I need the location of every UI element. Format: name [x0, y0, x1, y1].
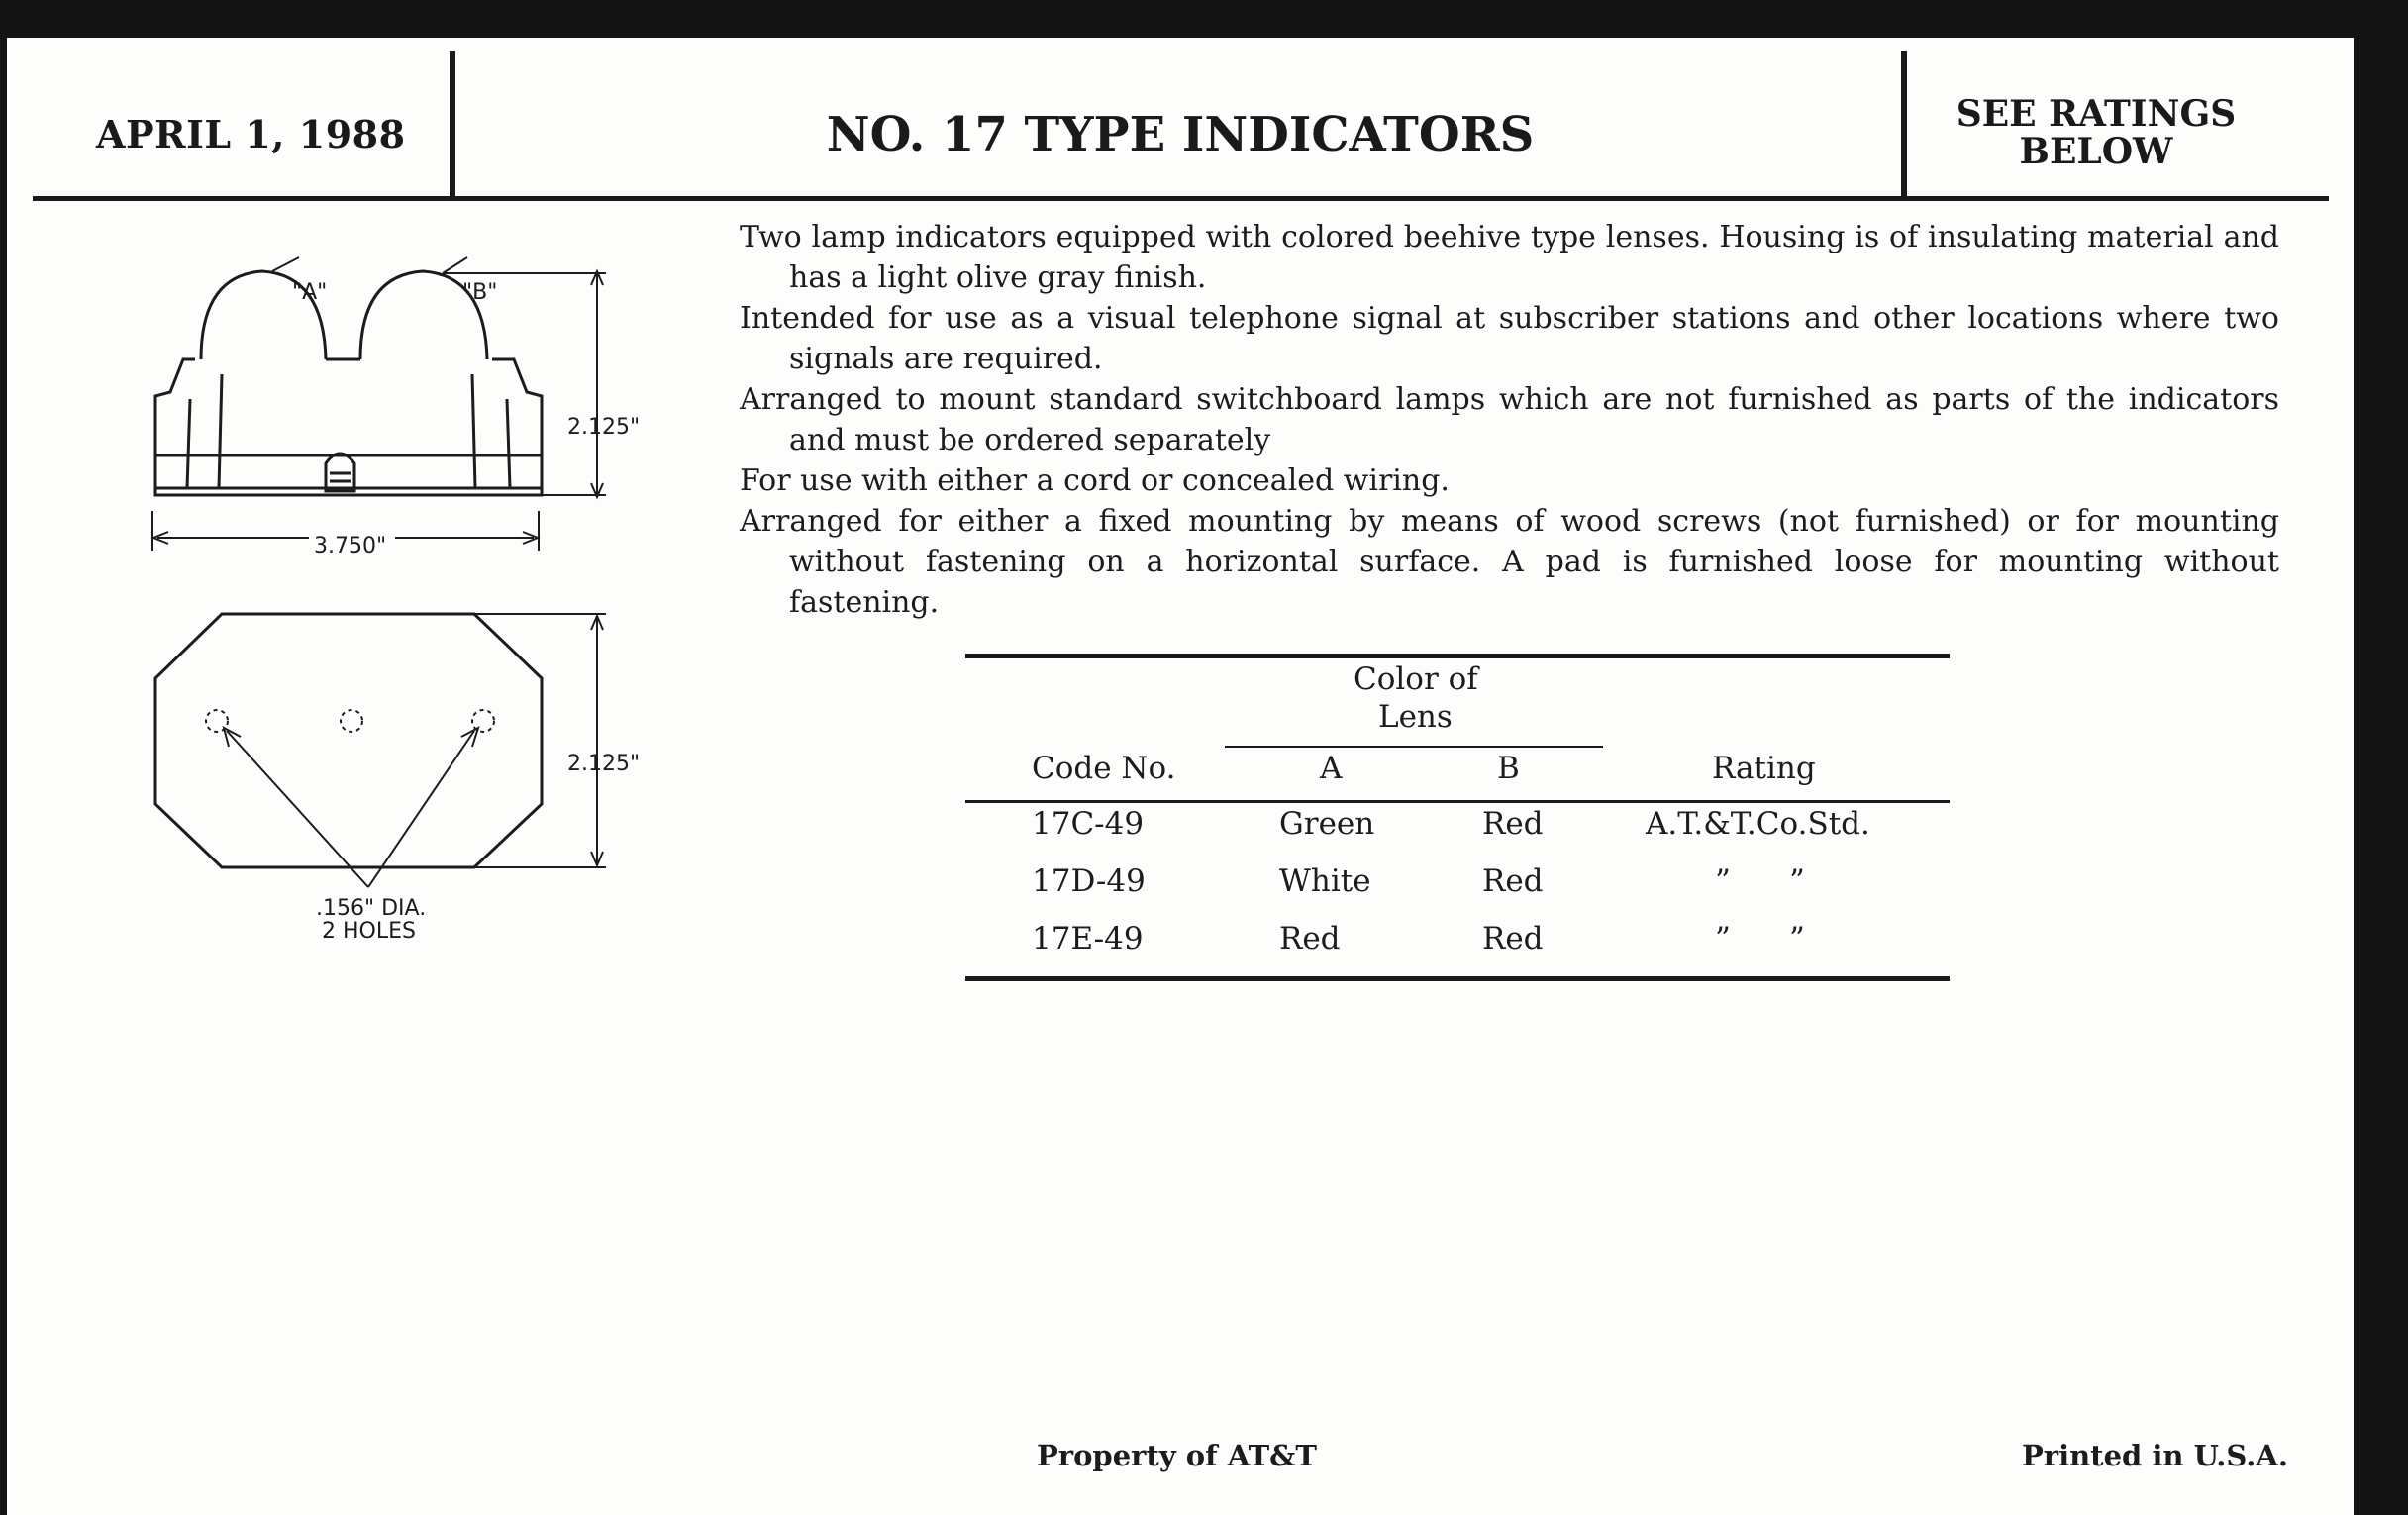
- description-paragraph: For use with either a cord or concealed …: [740, 463, 1450, 498]
- plan-view: [153, 612, 606, 888]
- page-title: NO. 17 TYPE INDICATORS: [826, 107, 1535, 162]
- cord-notch: [324, 452, 356, 493]
- header-rule: [33, 196, 2329, 201]
- col-header-code: Code No.: [1032, 751, 1176, 786]
- front-width-dim: 3.750": [314, 534, 386, 558]
- mount-hole-right: [471, 709, 495, 733]
- row-code: 17C-49: [1032, 806, 1145, 842]
- mount-hole-left: [205, 709, 229, 733]
- rating-note-line2: BELOW: [2019, 131, 2173, 172]
- row-rating: ” ”: [1715, 863, 1805, 899]
- table-header-rule: [965, 800, 1950, 803]
- row-lens-b: Red: [1482, 863, 1544, 899]
- table-bottom-rule: [965, 976, 1950, 981]
- lens-a-dome: [199, 269, 328, 360]
- col-header-b: B: [1497, 751, 1520, 786]
- description-paragraph: Intended for use as a visual telephone s…: [740, 301, 2279, 376]
- front-height-dim: 2.125": [567, 415, 640, 440]
- spec-sheet: APRIL 1, 1988 NO. 17 TYPE INDICATORS SEE…: [7, 38, 2354, 1515]
- lens-b-label: "B": [462, 280, 497, 305]
- hole-note-line1: .156" DIA.: [316, 896, 426, 921]
- row-lens-b: Red: [1482, 806, 1544, 842]
- lens-a-label: "A": [292, 280, 327, 305]
- col-header-rating: Rating: [1712, 751, 1816, 786]
- row-lens-b: Red: [1482, 921, 1544, 957]
- lens-group-header-line1: Color of: [1354, 661, 1478, 697]
- rating-note: SEE RATINGS BELOW: [1913, 95, 2279, 170]
- row-lens-a: Red: [1279, 921, 1341, 957]
- rating-note-line1: SEE RATINGS: [1956, 93, 2237, 135]
- footer-property: Property of AT&T: [1037, 1439, 1317, 1472]
- center-hole: [340, 709, 363, 733]
- table-top-rule: [965, 654, 1950, 658]
- row-lens-a: White: [1279, 863, 1371, 899]
- hole-note-line2: 2 HOLES: [322, 919, 416, 944]
- row-lens-a: Green: [1279, 806, 1375, 842]
- issue-date: APRIL 1, 1988: [96, 112, 406, 156]
- indicator-drawing: "A" "B" 2.125" 3.750" 2.125" .156" DIA. …: [150, 256, 640, 944]
- row-rating: ” ”: [1715, 921, 1805, 957]
- description-paragraph: Arranged for either a fixed mounting by …: [740, 504, 2279, 620]
- header-divider-left: [450, 51, 455, 199]
- description-paragraph: Arranged to mount standard switchboard l…: [740, 382, 2279, 457]
- footer-printed: Printed in U.S.A.: [2022, 1439, 2288, 1472]
- description-paragraph: Two lamp indicators equipped with colore…: [740, 220, 2279, 295]
- col-header-a: A: [1320, 751, 1343, 786]
- lens-b-dome: [358, 269, 489, 360]
- header-divider-right: [1901, 51, 1907, 199]
- description: Two lamp indicators equipped with colore…: [740, 217, 2279, 623]
- plan-height-dim: 2.125": [567, 752, 640, 776]
- front-elevation: [153, 269, 544, 497]
- row-code: 17D-49: [1032, 863, 1146, 899]
- row-code: 17E-49: [1032, 921, 1144, 957]
- lens-group-header-line2: Lens: [1378, 699, 1453, 735]
- row-rating: A.T.&T.Co.Std.: [1646, 806, 1870, 842]
- lens-group-rule: [1225, 746, 1603, 748]
